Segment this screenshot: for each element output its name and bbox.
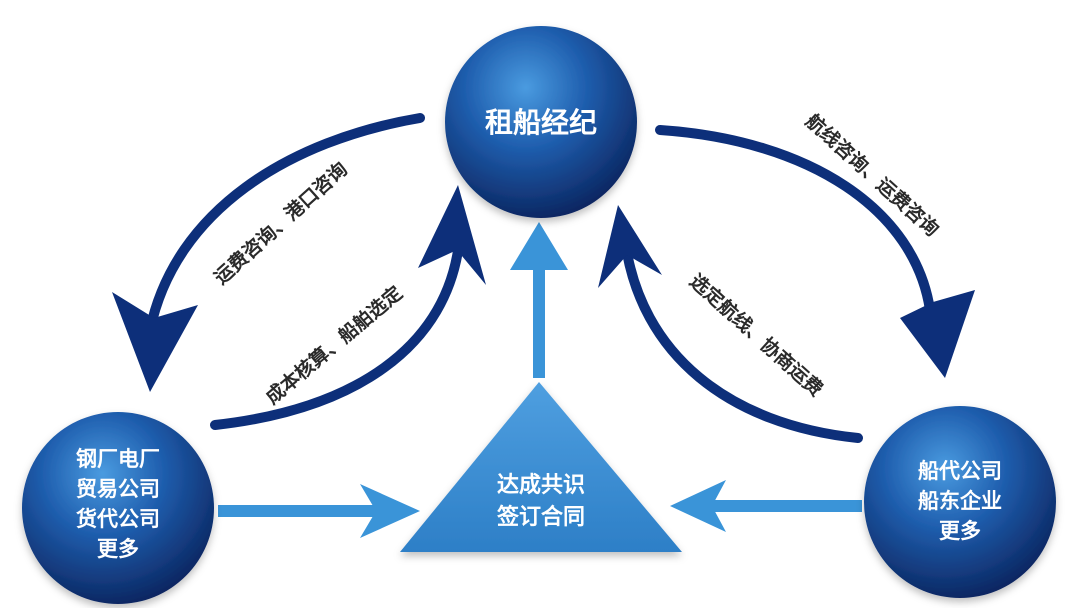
node-ship-agents: 船代公司 船东企业 更多: [864, 406, 1056, 598]
consensus-triangle: 达成共识 签订合同: [400, 382, 682, 552]
node-left-line-4: 更多: [97, 537, 139, 561]
edge-label-left-outer: 运费咨询、港口咨询: [209, 157, 351, 289]
arrow-right-to-center: [670, 480, 862, 532]
node-left-line-2: 贸易公司: [76, 477, 160, 501]
triangle-line-2: 签订合同: [496, 504, 585, 530]
node-right-line-1: 船代公司: [918, 459, 1002, 483]
node-top-label: 租船经纪: [485, 106, 597, 139]
node-left-line-3: 货代公司: [76, 507, 160, 531]
arrow-center-to-top: [510, 222, 568, 378]
node-right-line-3: 更多: [939, 519, 981, 543]
arrow-top-to-left: [112, 113, 425, 392]
triangle-line-1: 达成共识: [497, 473, 585, 498]
node-chartering-broker: 租船经纪: [445, 26, 637, 218]
arrow-right-to-top: [598, 205, 863, 443]
node-cargo-owners: 钢厂电厂 贸易公司 货代公司 更多: [22, 412, 214, 604]
node-left-line-1: 钢厂电厂: [76, 447, 160, 471]
arrow-left-to-top: [210, 185, 486, 430]
node-right-line-2: 船东企业: [918, 489, 1002, 513]
edge-label-left-inner: 成本核算、船舶选定: [261, 281, 407, 409]
arrow-top-to-right: [655, 125, 975, 378]
arrow-left-to-center: [218, 484, 420, 538]
